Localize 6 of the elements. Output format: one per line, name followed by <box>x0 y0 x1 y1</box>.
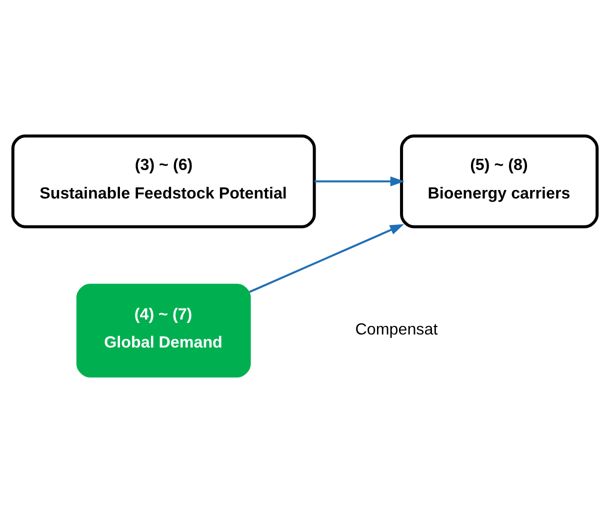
node-box: (5) ~ (8) Bioenergy carriers <box>400 134 599 228</box>
node-box: (4) ~ (7) Global Demand <box>76 284 251 378</box>
arrow <box>249 224 404 293</box>
node-box: (3) ~ (6) Sustainable Feedstock Potential <box>11 134 316 228</box>
arrow <box>314 176 404 186</box>
label: Compensat <box>355 320 438 338</box>
